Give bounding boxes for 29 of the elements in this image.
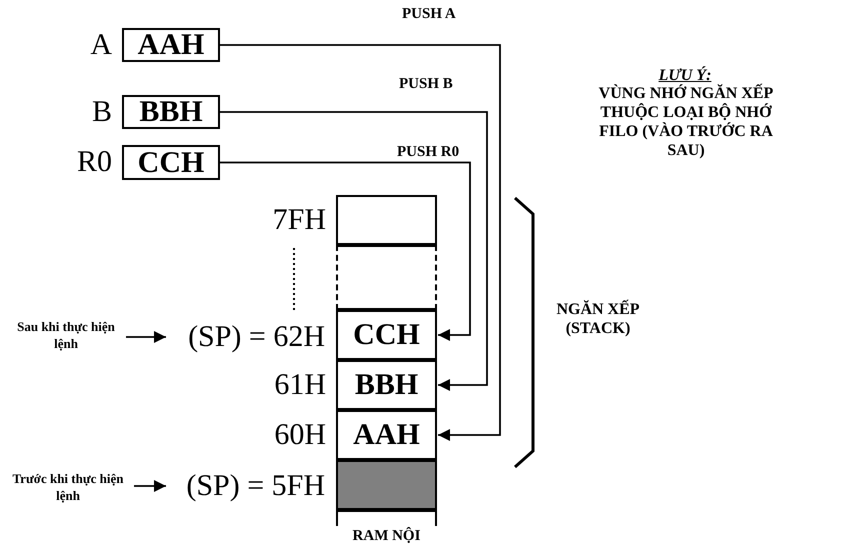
- arrow: [220, 162, 471, 341]
- memory-cell: CCH: [336, 310, 437, 360]
- arrow: [220, 111, 488, 391]
- address-label: 7FH: [272, 202, 326, 238]
- arrow: [220, 44, 501, 441]
- arrow: [126, 331, 166, 343]
- register-name: A: [90, 27, 112, 63]
- memory-cell: [336, 460, 437, 510]
- note-text: VÙNG NHỚ NGĂN XẾP THUỘC LOẠI BỘ NHỚ FILO (VÀO TRƯỚC RA SAU): [598, 84, 774, 160]
- memory-cell: [336, 510, 437, 526]
- arrow: [134, 480, 166, 492]
- address-label: 60H: [274, 417, 326, 453]
- note-text: Sau khi thực hiện lệnh: [8, 316, 124, 354]
- register-name: R0: [76, 144, 112, 180]
- column-label: RAM NỘI: [352, 527, 422, 546]
- address-label: 61H: [274, 367, 326, 403]
- register-box: BBH: [122, 95, 220, 129]
- note-text: Trước khi thực hiện lệnh: [4, 468, 132, 506]
- note-heading: LƯU Ý:: [658, 66, 712, 84]
- memory-cell: [336, 195, 437, 245]
- register-box: AAH: [122, 28, 220, 62]
- bracket-label: NGĂN XẾP (STACK): [555, 300, 641, 338]
- stack-pointer-text: (SP) = 62H: [165, 318, 325, 356]
- register-name: B: [92, 94, 112, 130]
- memory-cell: BBH: [336, 360, 437, 410]
- memory-cell: AAH: [336, 410, 437, 460]
- register-box: CCH: [122, 145, 220, 180]
- memory-cell: [336, 245, 437, 310]
- stack-pointer-text: (SP) = 5FH: [165, 467, 325, 505]
